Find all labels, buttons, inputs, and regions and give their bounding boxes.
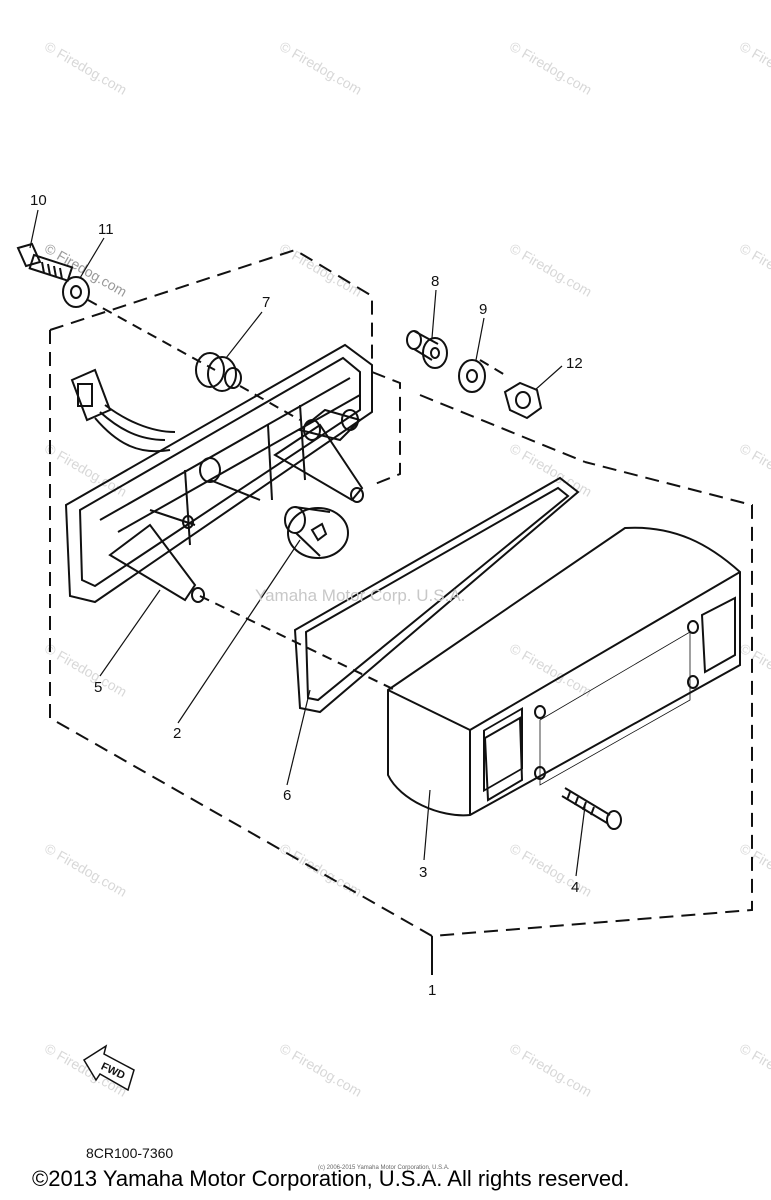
part-code: 8CR100-7360 xyxy=(86,1145,174,1161)
bolt-path-line xyxy=(239,385,301,421)
nut-path-line xyxy=(479,359,506,376)
callout-7: 7 xyxy=(262,294,270,311)
lens-3 xyxy=(387,526,741,817)
grommet-7 xyxy=(195,352,242,392)
callout-2: 2 xyxy=(173,725,181,742)
lens-path-line xyxy=(199,595,396,691)
reflector-right xyxy=(700,596,736,674)
callout-9: 9 xyxy=(479,301,487,318)
lens-pattern xyxy=(539,631,691,786)
screw-4 xyxy=(561,787,622,830)
tiny-copyright: (c) 2006-2015 Yamaha Motor Corporation, … xyxy=(318,1165,450,1171)
callout-8: 8 xyxy=(431,273,439,290)
gasket-6 xyxy=(293,476,580,714)
leader-6 xyxy=(286,689,311,786)
lamp-housing xyxy=(64,343,373,604)
leader-12 xyxy=(534,365,563,391)
callout-10: 10 xyxy=(30,192,47,209)
callout-4: 4 xyxy=(571,879,579,896)
leader-8 xyxy=(431,289,437,339)
callout-6: 6 xyxy=(283,787,291,804)
callout-3: 3 xyxy=(419,864,427,881)
wire-connector xyxy=(70,368,176,453)
copyright-notice: ©2013 Yamaha Motor Corporation, U.S.A. A… xyxy=(32,1166,630,1191)
reflector-left xyxy=(483,716,524,802)
callout-5: 5 xyxy=(94,679,102,696)
bolt-path-line xyxy=(87,299,216,371)
fwd-arrow-icon: FWD xyxy=(82,1044,135,1092)
nut-12 xyxy=(503,381,543,420)
bolt-10 xyxy=(16,242,74,282)
callout-12: 12 xyxy=(566,355,583,372)
leader-5 xyxy=(99,589,161,677)
callout-11: 11 xyxy=(98,221,114,238)
collar-8 xyxy=(406,330,448,369)
washer-11 xyxy=(62,276,90,308)
leader-7 xyxy=(225,311,263,359)
assembly-outline-top xyxy=(49,248,373,372)
lens-reflector-left xyxy=(483,707,523,793)
callout-1: 1 xyxy=(428,982,436,999)
assembly-outline-inner xyxy=(371,371,401,485)
leader-4 xyxy=(575,805,586,877)
assembly-outline-segment xyxy=(419,394,586,463)
leader-11 xyxy=(79,237,105,279)
leader-10 xyxy=(29,209,39,249)
leader-9 xyxy=(475,317,485,361)
leader-3 xyxy=(423,789,431,861)
washer-9 xyxy=(458,359,486,393)
leader-2 xyxy=(177,539,301,724)
bulb-2 xyxy=(284,506,349,559)
center-watermark: Yamaha Motor Corp. U.S.A. xyxy=(255,586,466,605)
